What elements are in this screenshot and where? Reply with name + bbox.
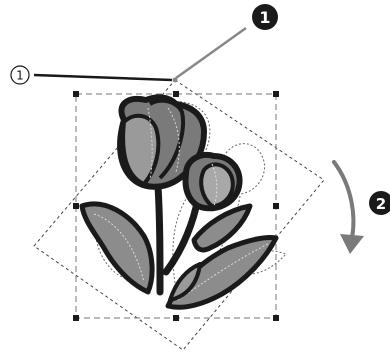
leaf-middle	[191, 203, 253, 253]
selection-handles	[73, 91, 279, 321]
handle-bottom-left[interactable]	[73, 315, 79, 321]
handle-middle-right[interactable]	[273, 203, 279, 209]
callout-circled-one: 1	[10, 65, 173, 85]
rotation-arrow	[332, 160, 364, 254]
leaf-bottom	[168, 262, 202, 302]
handle-bottom-right[interactable]	[273, 315, 279, 321]
tulip-stem-main	[154, 182, 164, 296]
callout-black-two: 2	[369, 191, 390, 215]
callout-circled-one-label: 1	[16, 69, 24, 83]
curved-arrow-shaft	[332, 160, 356, 240]
handle-top-left[interactable]	[73, 91, 79, 97]
rotated-frame	[33, 79, 325, 351]
handle-top-center[interactable]	[173, 91, 179, 97]
leaf-left	[79, 201, 155, 295]
callout-black-two-label: 2	[376, 195, 386, 213]
tulip-stem-secondary	[162, 194, 202, 276]
handle-bottom-center[interactable]	[173, 315, 179, 321]
callout-black-one: 1	[175, 4, 278, 80]
arrow-head-icon	[340, 234, 364, 254]
callout-black-one-label: 1	[259, 8, 270, 27]
tulip-large-petal-center	[148, 98, 185, 180]
handle-top-right[interactable]	[273, 91, 279, 97]
tulip-large-petal-left	[121, 113, 161, 186]
handle-middle-left[interactable]	[73, 203, 79, 209]
tulip-embroidery-pattern	[79, 94, 279, 310]
rotation-handle[interactable]	[172, 77, 178, 83]
